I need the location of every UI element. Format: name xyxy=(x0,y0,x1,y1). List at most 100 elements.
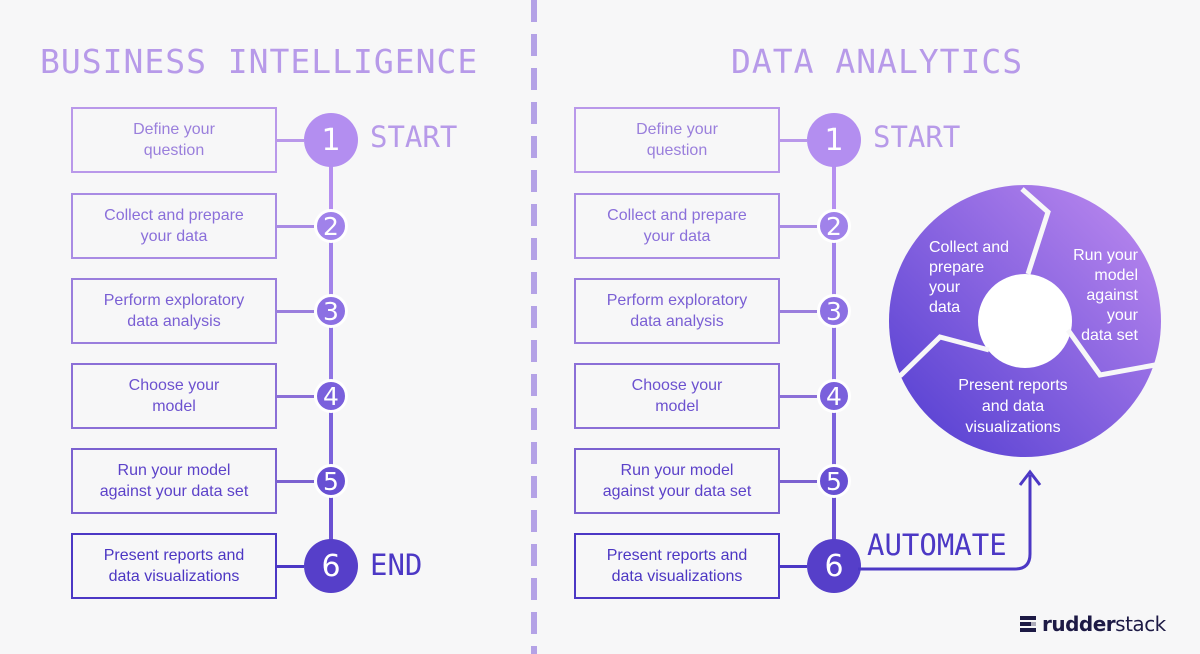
flow-connector-vertical xyxy=(832,481,836,566)
left-start-label: START xyxy=(370,120,458,154)
flow-connector-horizontal xyxy=(780,310,817,313)
da-step-number-3: 3 xyxy=(817,294,851,328)
flow-connector-vertical xyxy=(329,311,333,396)
step-text-line: your data xyxy=(643,228,711,245)
step-text-line: Present reports and xyxy=(606,547,748,564)
step-text-line: question xyxy=(646,142,708,159)
flow-connector-horizontal xyxy=(277,565,304,568)
step-text: Perform exploratory data analysis xyxy=(607,290,748,332)
step-text: Run your model against your data set xyxy=(603,460,752,502)
step-text-line: your data xyxy=(140,228,208,245)
step-text-line: Run your model xyxy=(117,462,231,479)
step-text: Choose your model xyxy=(129,375,220,417)
automate-label: AUTOMATE xyxy=(867,528,1007,562)
da-step-box-1: Define your question xyxy=(574,107,780,173)
bi-step-box-4: Choose your model xyxy=(71,363,277,429)
flow-connector-vertical xyxy=(832,311,836,396)
right-start-label: START xyxy=(873,120,961,154)
cycle-text-line: and data xyxy=(981,398,1045,415)
rudderstack-logo: rudderstack xyxy=(1020,612,1166,636)
flow-connector-horizontal xyxy=(780,480,817,483)
step-text: Perform exploratory data analysis xyxy=(104,290,245,332)
bi-step-number-2: 2 xyxy=(314,209,348,243)
cycle-text-line: your xyxy=(929,279,961,296)
step-text-line: Perform exploratory xyxy=(606,292,748,309)
cycle-text-line: data xyxy=(929,299,961,316)
step-text: Collect and prepare your data xyxy=(607,205,747,247)
flow-connector-horizontal xyxy=(780,225,817,228)
step-text-line: Choose your xyxy=(631,377,723,394)
bi-step-number-1: 1 xyxy=(304,113,358,167)
flow-connector-vertical xyxy=(832,226,836,311)
step-text: Define your question xyxy=(636,119,718,161)
bi-step-number-5: 5 xyxy=(314,464,348,498)
step-text-line: Choose your xyxy=(128,377,220,394)
cycle-segment-present: Present reports and data visualizations xyxy=(933,375,1093,438)
business-intelligence-title: BUSINESS INTELLIGENCE xyxy=(40,42,479,81)
step-text: Run your model against your data set xyxy=(100,460,249,502)
cycle-text-line: Collect and xyxy=(929,239,1010,256)
da-step-box-2: Collect and prepare your data xyxy=(574,193,780,259)
da-step-number-6: 6 xyxy=(807,539,861,593)
da-step-box-6: Present reports and data visualizations xyxy=(574,533,780,599)
bi-step-number-4: 4 xyxy=(314,379,348,413)
cycle-text-line: against xyxy=(1086,287,1138,304)
cycle-text-line: Run your xyxy=(1073,247,1138,264)
flow-connector-horizontal xyxy=(277,225,314,228)
da-step-number-4: 4 xyxy=(817,379,851,413)
bi-step-number-3: 3 xyxy=(314,294,348,328)
step-text-line: against your data set xyxy=(99,483,249,500)
step-text-line: Collect and prepare xyxy=(607,207,747,224)
step-text-line: Define your xyxy=(636,121,718,138)
flow-connector-horizontal xyxy=(277,395,314,398)
bi-step-box-6: Present reports and data visualizations xyxy=(71,533,277,599)
step-text: Present reports and data visualizations xyxy=(104,545,245,587)
step-text-line: Perform exploratory xyxy=(103,292,245,309)
cycle-text-line: Present reports xyxy=(958,377,1068,394)
rudderstack-wordmark: rudderstack xyxy=(1042,612,1166,636)
cycle-segment-run-model: Run your model against your data set xyxy=(1060,246,1138,346)
bi-step-box-3: Perform exploratory data analysis xyxy=(71,278,277,344)
bi-step-box-5: Run your model against your data set xyxy=(71,448,277,514)
cycle-text-line: your xyxy=(1106,307,1138,324)
da-step-box-3: Perform exploratory data analysis xyxy=(574,278,780,344)
flow-connector-horizontal xyxy=(780,395,817,398)
da-step-box-4: Choose your model xyxy=(574,363,780,429)
step-text-line: data visualizations xyxy=(611,568,743,585)
cycle-text-line: prepare xyxy=(929,259,985,276)
step-text-line: model xyxy=(655,398,699,415)
step-text-line: model xyxy=(152,398,196,415)
flow-connector-vertical xyxy=(329,140,333,226)
flow-connector-vertical xyxy=(329,396,333,481)
flow-connector-vertical xyxy=(832,140,836,226)
step-text: Choose your model xyxy=(632,375,723,417)
flow-connector-horizontal xyxy=(780,565,807,568)
step-text-line: Present reports and xyxy=(103,547,245,564)
step-text: Present reports and data visualizations xyxy=(607,545,748,587)
flow-connector-vertical xyxy=(329,226,333,311)
flow-connector-horizontal xyxy=(277,310,314,313)
step-text-line: question xyxy=(143,142,205,159)
step-text-line: against your data set xyxy=(602,483,752,500)
da-step-number-2: 2 xyxy=(817,209,851,243)
step-text-line: data analysis xyxy=(127,313,221,330)
cycle-text-line: data set xyxy=(1081,327,1138,344)
step-text-line: data visualizations xyxy=(108,568,240,585)
flow-connector-horizontal xyxy=(277,480,314,483)
flow-connector-horizontal xyxy=(780,139,807,142)
center-divider xyxy=(531,0,537,654)
rudderstack-logo-icon xyxy=(1020,616,1036,632)
bi-step-number-6: 6 xyxy=(304,539,358,593)
da-step-number-1: 1 xyxy=(807,113,861,167)
step-text-line: data analysis xyxy=(630,313,724,330)
cycle-segment-collect: Collect and prepare your data xyxy=(929,238,1009,318)
flow-connector-horizontal xyxy=(277,139,304,142)
step-text-line: Run your model xyxy=(620,462,734,479)
da-step-box-5: Run your model against your data set xyxy=(574,448,780,514)
